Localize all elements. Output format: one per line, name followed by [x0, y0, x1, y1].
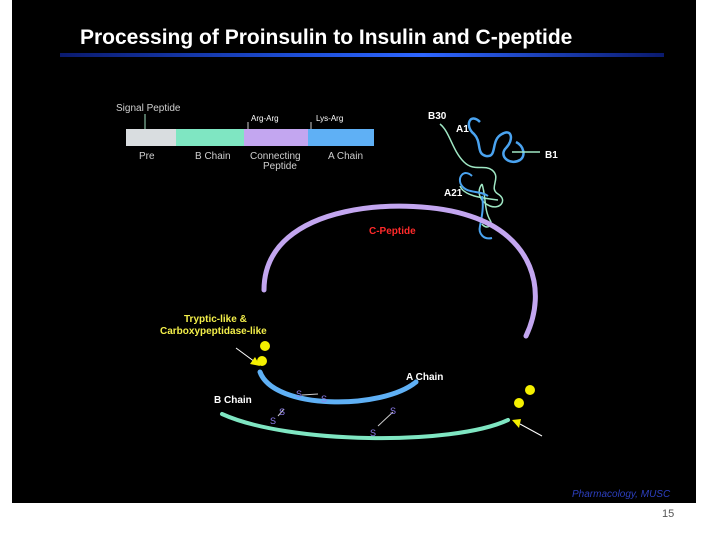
- a-chain-arc: [257, 369, 419, 405]
- enzyme-label-line1: Tryptic-like &: [184, 314, 247, 325]
- enzyme-arrowhead-left: [250, 357, 260, 366]
- sulfur-atom: S: [270, 416, 276, 426]
- enzyme-label-line2: Carboxypeptidase-like: [160, 326, 267, 337]
- segment-a-chain: [308, 129, 374, 146]
- sulfur-atom: S: [296, 389, 302, 399]
- label-a1: A1: [456, 124, 469, 135]
- c-peptide-arc: [261, 203, 538, 339]
- chain-link: [459, 185, 499, 201]
- sulfur-atom: S: [390, 406, 396, 416]
- a21-terminus: [478, 195, 493, 240]
- page-number: 15: [662, 508, 675, 520]
- folded-insulin-structure: [439, 117, 540, 240]
- segment-b-chain: [176, 129, 244, 146]
- cleaved-residue: [257, 356, 267, 366]
- title-underline: [60, 53, 664, 57]
- a-chain-loop: [458, 172, 489, 197]
- enzyme-arrow-left: [235, 347, 256, 363]
- cleaved-residue: [525, 385, 535, 395]
- c-peptide-label: C-Peptide: [369, 226, 416, 237]
- signal-peptide-label: Signal Peptide: [116, 103, 181, 114]
- cleavage-site-lys-arg: Lys-Arg: [316, 114, 343, 123]
- disulfide-bond: [301, 393, 319, 396]
- a-chain-fold: [467, 117, 525, 164]
- b-chain-label: B Chain: [214, 395, 252, 406]
- b-chain-arc: [220, 412, 510, 441]
- disulfide-bond: [377, 411, 394, 427]
- slide-title: Processing of Proinsulin to Insulin and …: [80, 26, 573, 49]
- segment-connecting-peptide: [244, 129, 308, 146]
- enzyme-arrowhead-right: [512, 419, 521, 428]
- slide: Processing of Proinsulin to Insulin and …: [12, 0, 696, 503]
- label-b30: B30: [428, 111, 447, 122]
- precursor-bar: [126, 114, 374, 146]
- cleaved-residue: [514, 398, 524, 408]
- enzyme-arrow-right: [519, 423, 543, 437]
- proinsulin-diagram: Signal Peptide Arg-Arg Lys-Arg Pre B Cha…: [116, 103, 671, 500]
- cleavage-site-arg-arg: Arg-Arg: [251, 114, 279, 123]
- sulfur-atom: S: [321, 394, 327, 404]
- a-chain-label: A Chain: [406, 372, 443, 383]
- segment-label-a-chain: A Chain: [328, 151, 363, 162]
- segment-label-b-chain: B Chain: [195, 151, 231, 162]
- sulfur-atom: S: [279, 407, 285, 417]
- cleaved-residue: [260, 341, 270, 351]
- segment-pre: [126, 129, 176, 146]
- segment-label-pre: Pre: [139, 151, 155, 162]
- label-b1: B1: [545, 150, 558, 161]
- watermark: Pharmacology, MUSC: [572, 489, 671, 500]
- disulfide-bond: [277, 408, 285, 417]
- sulfur-atom: S: [370, 428, 376, 438]
- label-a21: A21: [444, 188, 463, 199]
